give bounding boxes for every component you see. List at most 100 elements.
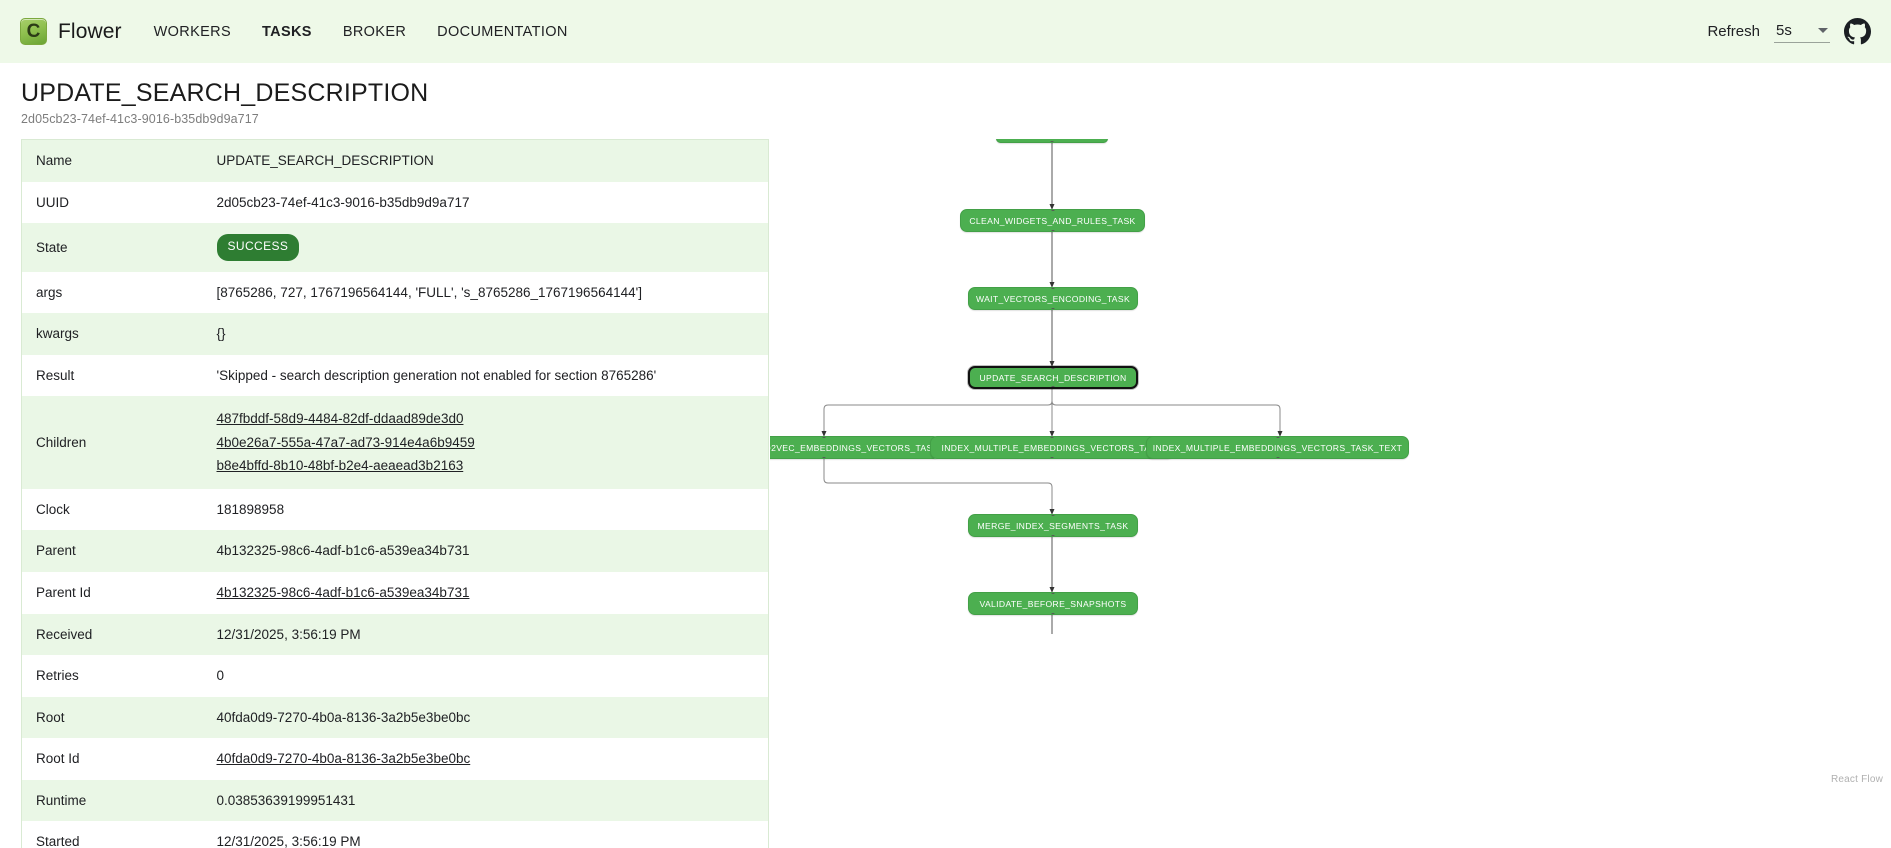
detail-key: Children <box>36 434 87 450</box>
node-target-handle[interactable] <box>1275 437 1280 438</box>
graph-node-index_multiple_embeddings_vectors_task[interactable]: INDEX_MULTIPLE_EMBEDDINGS_VECTORS_TASK <box>930 436 1174 459</box>
node-source-handle[interactable] <box>1051 535 1055 536</box>
detail-value: 40fda0d9-7270-4b0a-8136-3a2b5e3be0bc <box>203 738 769 780</box>
graph-node-label: VALIDATE_BEFORE_SNAPSHOTS <box>979 598 1127 609</box>
detail-key: State <box>36 239 68 255</box>
detail-key: args <box>36 284 63 300</box>
status-badge: SUCCESS <box>216 234 300 261</box>
graph-node-update_search_description[interactable]: UPDATE_SEARCH_DESCRIPTION <box>968 366 1138 389</box>
node-target-handle[interactable] <box>822 437 826 438</box>
node-source-handle[interactable] <box>1050 230 1055 231</box>
graph-node-index_multiple_embeddings_vectors_task_text[interactable]: INDEX_MULTIPLE_EMBEDDINGS_VECTORS_TASK_T… <box>1146 436 1409 459</box>
node-target-handle[interactable] <box>1050 437 1054 438</box>
task-details-table: Name UPDATE_SEARCH_DESCRIPTION UUID 2d05cb2… <box>21 139 769 848</box>
task-graph-panel: CLEAN_WIDGETS_AND_RULES_TASK WAIT_VECTORS… <box>770 139 1891 848</box>
detail-key: Parent <box>36 543 76 559</box>
detail-value: 4b132325-98c6-4adf-b1c6-a539ea34b731 <box>216 543 470 559</box>
page-subtitle-uuid: 2d05cb23-74ef-41c3-9016-b35db9d9a717 <box>21 112 259 126</box>
detail-key: UUID <box>36 194 69 210</box>
node-source-handle[interactable] <box>1051 613 1055 614</box>
detail-value: [8765286, 727, 1767196564144, 'FULL', 's… <box>216 284 642 300</box>
graph-node-validate_before_snapshots[interactable]: VALIDATE_BEFORE_SNAPSHOTS <box>968 592 1138 615</box>
node-target-handle[interactable] <box>1051 593 1055 594</box>
node-source-handle[interactable] <box>1275 457 1280 458</box>
table-row: Root Id 40fda0d9-7270-4b0a-8136-3a2b5e3be… <box>21 738 769 780</box>
table-row: Clock 181898958 <box>21 488 769 531</box>
detail-value: 0.03853639199951431 <box>216 792 356 808</box>
table-row: Name UPDATE_SEARCH_DESCRIPTION <box>21 139 769 182</box>
detail-value: 487fbddf-58d9-4484-82df-ddaad89de3d0 4b0e… <box>203 396 769 489</box>
detail-key: Started <box>36 834 80 848</box>
detail-value: 181898958 <box>216 501 285 517</box>
node-source-handle[interactable] <box>1050 141 1054 142</box>
node-target-handle[interactable] <box>1051 368 1055 369</box>
detail-value: {} <box>216 326 226 342</box>
logo-letter: C <box>26 21 41 42</box>
navbar-right-controls: Refresh 5s <box>1707 18 1871 45</box>
graph-node-clipped[interactable] <box>996 139 1108 143</box>
child-task-link[interactable]: b8e4bffd-8b10-48bf-b2e4-aeaead3b2163 <box>216 458 464 474</box>
node-target-handle[interactable] <box>1051 515 1055 516</box>
chevron-down-icon <box>1818 27 1828 33</box>
flower-logo-icon: C <box>20 18 47 45</box>
graph-node-label: INDEX_MULTIPLE_EMBEDDINGS_VECTORS_TASK_T… <box>1152 442 1403 453</box>
detail-value: 40fda0d9-7270-4b0a-8136-3a2b5e3be0bc <box>216 709 471 725</box>
detail-key: Name <box>36 153 73 168</box>
detail-link[interactable]: 4b132325-98c6-4adf-b1c6-a539ea34b731 <box>216 585 470 601</box>
detail-key: Parent Id <box>36 585 91 601</box>
detail-key: Root <box>36 709 65 725</box>
graph-node-wait_vectors_encoding_task[interactable]: WAIT_VECTORS_ENCODING_TASK <box>968 287 1138 310</box>
nav-item-workers[interactable]: WORKERS <box>153 23 231 40</box>
detail-link[interactable]: 40fda0d9-7270-4b0a-8136-3a2b5e3be0bc <box>216 751 471 767</box>
node-target-handle[interactable] <box>1051 288 1055 289</box>
detail-value: 4b132325-98c6-4adf-b1c6-a539ea34b731 <box>203 572 769 614</box>
table-row: Root 40fda0d9-7270-4b0a-8136-3a2b5e3be0bc <box>21 696 769 739</box>
table-row: Result'Skipped - search description gene… <box>21 354 769 397</box>
node-target-handle[interactable] <box>1050 210 1055 211</box>
graph-node-merge_index_segments_task[interactable]: MERGE_INDEX_SEGMENTS_TASK <box>968 514 1138 537</box>
graph-node-label: WAIT_VECTORS_ENCODING_TASK <box>975 293 1131 304</box>
graph-node-label: INDEX_WORD2VEC_EMBEDDINGS_VECTORS_TASK <box>770 442 939 453</box>
table-row: Parent Id 4b132325-98c6-4adf-b1c6-a539ea3… <box>21 572 769 614</box>
detail-value: SUCCESS <box>203 223 769 271</box>
details-panel: Name UPDATE_SEARCH_DESCRIPTION UUID 2d05cb2… <box>0 139 770 848</box>
detail-value: UPDATE_SEARCH_DESCRIPTION <box>216 153 434 168</box>
child-task-link[interactable]: 487fbddf-58d9-4484-82df-ddaad89de3d0 <box>216 411 464 427</box>
react-flow-attribution[interactable]: React Flow <box>1830 774 1883 785</box>
nav-item-broker[interactable]: BROKER <box>342 23 407 40</box>
graph-edges <box>821 143 1283 634</box>
graph-node-clean_widgets_and_rules_task[interactable]: CLEAN_WIDGETS_AND_RULES_TASK <box>960 209 1145 232</box>
detail-value: 'Skipped - search description generation… <box>216 367 657 383</box>
table-row: Children 487fbddf-58d9-4484-82df-ddaad89d… <box>21 396 769 489</box>
table-row: Parent 4b132325-98c6-4adf-b1c6-a539ea34b7… <box>21 530 769 573</box>
top-navbar: C Flower WORKERS TASKS BROKER DOCUMENTAT… <box>0 0 1891 63</box>
brand-logo[interactable]: C Flower <box>20 18 122 45</box>
graph-node-label: UPDATE_SEARCH_DESCRIPTION <box>979 372 1127 383</box>
nav-item-documentation[interactable]: DOCUMENTATION <box>437 23 568 40</box>
node-source-handle[interactable] <box>822 457 826 458</box>
node-source-handle[interactable] <box>1051 308 1055 309</box>
child-task-link[interactable]: 4b0e26a7-555a-47a7-ad73-914e4a6b9459 <box>216 434 475 450</box>
node-source-handle[interactable] <box>1051 386 1055 387</box>
refresh-interval-value: 5s <box>1776 21 1792 39</box>
page-title: UPDATE_SEARCH_DESCRIPTION <box>21 79 429 107</box>
detail-value: 12/31/2025, 3:56:19 PM <box>216 834 361 848</box>
refresh-interval-select[interactable]: 5s <box>1774 21 1830 43</box>
detail-value: 2d05cb23-74ef-41c3-9016-b35db9d9a717 <box>216 194 470 210</box>
detail-key: Root Id <box>36 751 80 767</box>
react-flow-canvas[interactable]: CLEAN_WIDGETS_AND_RULES_TASK WAIT_VECTORS… <box>770 139 1891 848</box>
github-icon[interactable] <box>1844 18 1871 45</box>
graph-node-label: INDEX_MULTIPLE_EMBEDDINGS_VECTORS_TASK <box>941 442 1163 453</box>
detail-key: Clock <box>36 501 70 517</box>
task-details-body: Name UPDATE_SEARCH_DESCRIPTION UUID 2d05cb2… <box>21 139 769 848</box>
children-link-list: 487fbddf-58d9-4484-82df-ddaad89de3d0 4b0e… <box>217 407 759 478</box>
nav-item-tasks[interactable]: TASKS <box>262 23 312 40</box>
detail-value: 0 <box>216 668 225 684</box>
detail-key: kwargs <box>36 326 79 342</box>
node-source-handle[interactable] <box>1050 457 1054 458</box>
brand-name: Flower <box>58 19 122 43</box>
graph-node-index_word2vec_embeddings_vectors_task[interactable]: INDEX_WORD2VEC_EMBEDDINGS_VECTORS_TASK <box>770 436 940 459</box>
